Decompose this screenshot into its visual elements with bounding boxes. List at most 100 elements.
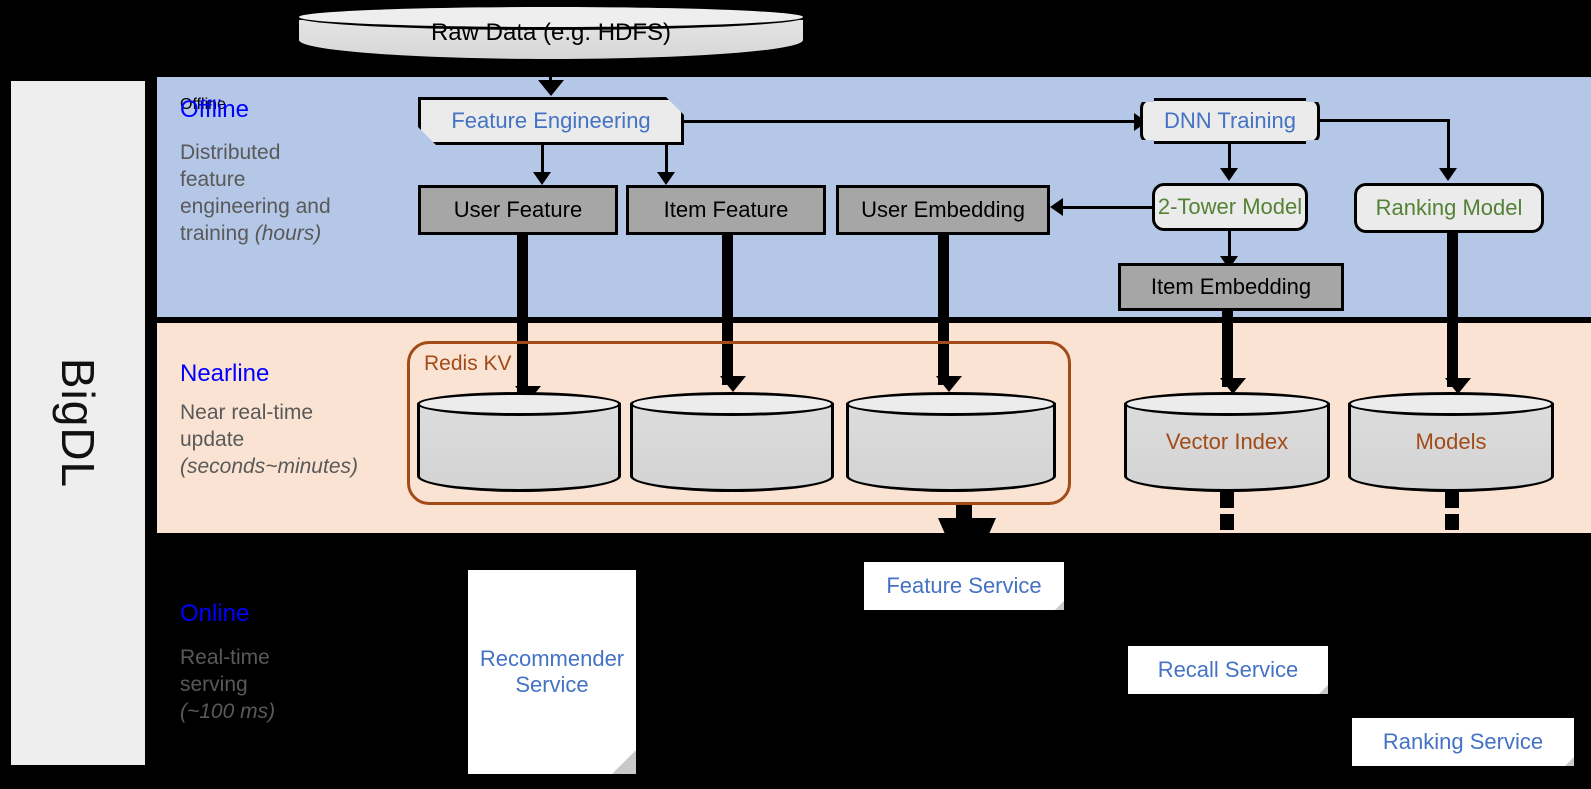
arrow-rawdata-to-fe-head — [538, 80, 564, 96]
offline-description: Distributed feature engineering and trai… — [180, 140, 395, 248]
ranking-service-label: Ranking Service — [1382, 728, 1544, 754]
online-description: Real-time serving (~100 ms) — [180, 645, 395, 726]
two-tower-model-node[interactable]: 2-Tower Model — [1152, 183, 1308, 231]
recommender-service-label-l1: Recommender — [479, 645, 625, 671]
line-dnn-to-ranking-v — [1447, 119, 1450, 171]
feature-service-label: Feature Service — [886, 572, 1042, 598]
line-fe-to-userfeature — [541, 145, 544, 177]
vector-index-cylinder[interactable]: Vector Index — [1124, 392, 1330, 492]
arrowhead-feature-service-wide — [938, 518, 996, 534]
arrowhead-dnn-to-ranking — [1439, 168, 1457, 181]
dnn-notch-br — [1306, 140, 1320, 144]
nearline-description: Near real-time update (seconds~minutes) — [180, 400, 405, 481]
pipe-itemfeature — [722, 235, 733, 385]
online-desc-l1: Real-time — [180, 646, 270, 669]
user-feature-node[interactable]: User Feature — [418, 185, 618, 235]
line-fe-to-itemfeature — [665, 145, 668, 177]
line-fe-to-dnn — [684, 120, 1136, 123]
offline-desc-l1: Distributed — [180, 141, 281, 164]
line-dnn-to-twotower — [1228, 144, 1231, 171]
recall-service-doc[interactable]: Recall Service — [1128, 646, 1328, 694]
online-desc-italic: (~100 ms) — [180, 699, 276, 723]
vector-index-label: Vector Index — [1165, 429, 1289, 454]
pipe-userfeature — [517, 235, 528, 395]
models-label: Models — [1415, 429, 1487, 454]
dash-models-2 — [1445, 514, 1459, 530]
pipe-rankingmodel — [1447, 233, 1458, 387]
cylinder-top — [630, 392, 834, 416]
offline-desc-l4: training — [180, 221, 255, 245]
dash-vectorindex-1 — [1220, 492, 1234, 508]
item-feature-node[interactable]: Item Feature — [626, 185, 826, 235]
offline-desc-l3: engineering and — [180, 194, 331, 218]
raw-data-cylinder: Raw Data (e.g. HDFS) — [296, 4, 806, 62]
cylinder-body — [417, 403, 621, 492]
page-fold-icon — [612, 750, 636, 774]
item-embedding-node[interactable]: Item Embedding — [1118, 263, 1344, 311]
arrowhead-dnn-to-twotower — [1220, 168, 1238, 181]
offline-desc-l2: feature — [180, 167, 246, 191]
dnn-notch-tl — [1140, 98, 1154, 102]
item-feature-label: Item Feature — [663, 196, 789, 222]
page-fold-icon — [1565, 757, 1574, 766]
recommender-service-doc[interactable]: Recommender Service — [468, 570, 636, 774]
line-dnn-to-ranking-h — [1318, 119, 1450, 122]
page-fold-icon — [1055, 601, 1064, 610]
recommender-service-label-l2: Service — [515, 672, 589, 697]
pipe-userembedding — [938, 235, 949, 385]
cylinder-top — [1348, 392, 1554, 416]
cylinder-top — [1124, 392, 1330, 416]
arrow-rawdata-to-fe-line — [549, 62, 552, 84]
offline-desc-italic: (hours) — [254, 221, 322, 245]
online-title: Online — [180, 600, 250, 627]
online-desc-l2: serving — [180, 672, 248, 696]
feature-engineering-node[interactable]: Feature Engineering — [418, 97, 684, 145]
dash-models-1 — [1445, 492, 1459, 508]
cylinder-body — [630, 403, 834, 492]
user-feature-store-cylinder[interactable] — [417, 392, 621, 492]
redis-kv-label: Redis KV — [424, 352, 512, 375]
item-embedding-label: Item Embedding — [1150, 273, 1312, 299]
ranking-service-doc[interactable]: Ranking Service — [1352, 718, 1574, 766]
offline-title-text: Offline — [180, 96, 249, 123]
user-embedding-store-cylinder[interactable] — [846, 392, 1056, 492]
user-embedding-node[interactable]: User Embedding — [836, 185, 1050, 235]
page-fold-icon — [1319, 685, 1328, 694]
dnn-notch-tr — [1306, 98, 1320, 102]
nearline-desc-l2: update — [180, 427, 245, 451]
pipe-rankingmodel-head — [1445, 378, 1471, 394]
feature-service-doc[interactable]: Feature Service — [864, 562, 1064, 610]
bigdl-label: BigDL — [52, 357, 104, 489]
line-twotower-to-itemembedding — [1228, 231, 1231, 260]
cylinder-top — [296, 4, 806, 30]
nearline-desc-italic: (seconds~minutes) — [180, 454, 358, 478]
raw-data-label: Raw Data (e.g. HDFS) — [430, 19, 672, 46]
cylinder-top — [417, 392, 621, 416]
nearline-title: Nearline — [180, 360, 270, 387]
models-cylinder[interactable]: Models — [1348, 392, 1554, 492]
pipe-userembedding-head — [936, 376, 962, 392]
cylinder-body — [846, 403, 1056, 492]
recall-service-label: Recall Service — [1157, 656, 1299, 682]
user-feature-label: User Feature — [453, 196, 583, 222]
stub-feature-service — [956, 505, 972, 519]
offline-title: Offline — [180, 96, 226, 113]
redis-kv-container — [407, 341, 1071, 505]
arrowhead-twotower-to-userembedding — [1050, 198, 1063, 216]
two-tower-model-label: 2-Tower Model — [1157, 193, 1303, 219]
ranking-model-node[interactable]: Ranking Model — [1354, 183, 1544, 233]
cylinder-top — [846, 392, 1056, 416]
arrowhead-fe-to-userfeature — [533, 172, 551, 185]
arrowhead-fe-to-itemfeature — [657, 172, 675, 185]
nearline-desc-l1: Near real-time — [180, 401, 314, 424]
pipe-itemfeature-head — [720, 376, 746, 392]
dnn-training-node[interactable]: DNN Training — [1140, 98, 1320, 144]
dnn-training-label: DNN Training — [1163, 107, 1297, 133]
pipe-itemembedding — [1222, 311, 1233, 387]
line-twotower-to-userembedding — [1062, 206, 1154, 209]
dnn-notch-bl — [1140, 140, 1154, 144]
item-feature-store-cylinder[interactable] — [630, 392, 834, 492]
feature-engineering-label: Feature Engineering — [451, 107, 651, 133]
dash-vectorindex-2 — [1220, 514, 1234, 530]
user-embedding-label: User Embedding — [861, 196, 1025, 222]
